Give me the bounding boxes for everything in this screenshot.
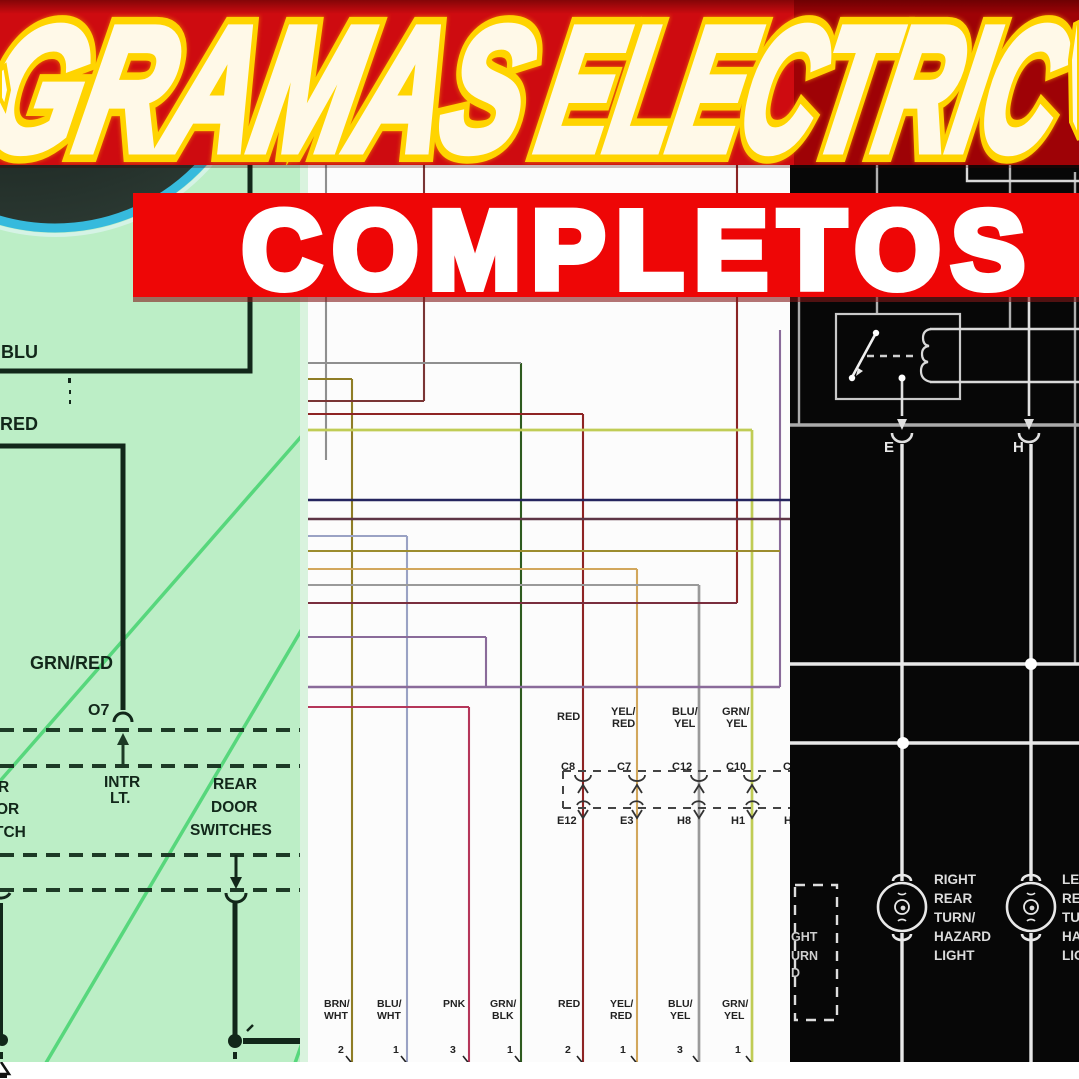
svg-text:LIG: LIG [1062, 948, 1079, 963]
svg-text:WHT: WHT [377, 1010, 401, 1022]
svg-text:TURN/: TURN/ [934, 910, 975, 925]
svg-text:C12: C12 [672, 761, 692, 773]
svg-text:GRN/: GRN/ [722, 998, 748, 1010]
svg-text:RED: RED [558, 998, 581, 1010]
svg-text:D: D [791, 966, 800, 980]
svg-text:3: 3 [450, 1044, 456, 1056]
svg-text:RIGHT: RIGHT [934, 872, 977, 887]
svg-text:BLU: BLU [1, 342, 38, 362]
svg-text:GRN/: GRN/ [490, 998, 516, 1010]
svg-text:GHT: GHT [791, 930, 818, 944]
svg-text:H: H [784, 815, 790, 827]
svg-text:COMPLETOS: COMPLETOS [242, 193, 1036, 297]
svg-text:ELECTRIC: ELECTRIC [526, 0, 1079, 165]
svg-text:PNK: PNK [443, 998, 466, 1010]
svg-text:BLU/: BLU/ [377, 998, 402, 1010]
svg-text:TUR: TUR [1062, 910, 1079, 925]
svg-text:E3: E3 [620, 815, 633, 827]
svg-text:YEL: YEL [670, 1010, 691, 1022]
svg-text:LEF: LEF [1062, 872, 1079, 887]
svg-text:YEL: YEL [726, 718, 748, 730]
svg-text:1: 1 [393, 1044, 399, 1056]
svg-text:GRAMAS: GRAMAS [0, 0, 549, 165]
svg-text:H1: H1 [731, 815, 745, 827]
svg-text:R: R [0, 779, 9, 796]
svg-text:YEL: YEL [674, 718, 696, 730]
svg-text:3: 3 [677, 1044, 683, 1056]
svg-text:YEL/: YEL/ [611, 706, 635, 718]
svg-text:BRN/: BRN/ [324, 998, 350, 1010]
svg-text:REAR: REAR [213, 776, 257, 793]
svg-text:1: 1 [507, 1044, 513, 1056]
svg-text:LIGHT: LIGHT [934, 948, 975, 963]
svg-text:O7: O7 [88, 702, 109, 719]
svg-text:INTR: INTR [104, 774, 140, 791]
svg-text:REAR: REAR [934, 891, 973, 906]
svg-text:C8: C8 [561, 761, 575, 773]
svg-text:GRAMAS: GRAMAS [0, 0, 549, 165]
svg-text:YEL: YEL [724, 1010, 745, 1022]
svg-text:HAZ: HAZ [1062, 929, 1079, 944]
svg-text:GRAMAS: GRAMAS [0, 0, 549, 165]
svg-text:WHT: WHT [324, 1010, 348, 1022]
svg-text:RED: RED [0, 414, 38, 434]
svg-text:REA: REA [1062, 891, 1079, 906]
svg-text:LT.: LT. [110, 790, 130, 807]
svg-text:1: 1 [735, 1044, 741, 1056]
svg-text:GRN/: GRN/ [722, 706, 750, 718]
svg-text:H: H [1013, 439, 1024, 456]
svg-text:OR: OR [0, 801, 19, 818]
svg-text:C7: C7 [617, 761, 631, 773]
svg-text:URN: URN [791, 949, 818, 963]
svg-text:RED: RED [557, 711, 580, 723]
svg-text:ELECTRIC: ELECTRIC [526, 0, 1079, 165]
svg-text:1: 1 [620, 1044, 626, 1056]
svg-text:HAZARD: HAZARD [934, 929, 991, 944]
svg-text:BLU/: BLU/ [672, 706, 698, 718]
svg-text:2: 2 [565, 1044, 571, 1056]
svg-text:E12: E12 [557, 815, 577, 827]
svg-text:DOOR: DOOR [211, 799, 258, 816]
svg-text:RED: RED [610, 1010, 633, 1022]
svg-text:2: 2 [338, 1044, 344, 1056]
svg-text:ELECTRIC: ELECTRIC [526, 0, 1079, 165]
svg-text:SWITCHES: SWITCHES [190, 822, 272, 839]
svg-text:BLK: BLK [492, 1010, 514, 1022]
svg-text:GRN/RED: GRN/RED [30, 653, 113, 673]
svg-text:YEL/: YEL/ [610, 998, 633, 1010]
svg-text:C10: C10 [726, 761, 746, 773]
svg-text:C: C [783, 761, 790, 773]
svg-text:TCH: TCH [0, 824, 26, 841]
svg-text:H8: H8 [677, 815, 691, 827]
svg-text:BLU/: BLU/ [668, 998, 693, 1010]
svg-text:RED: RED [612, 718, 635, 730]
svg-text:E: E [884, 439, 894, 456]
